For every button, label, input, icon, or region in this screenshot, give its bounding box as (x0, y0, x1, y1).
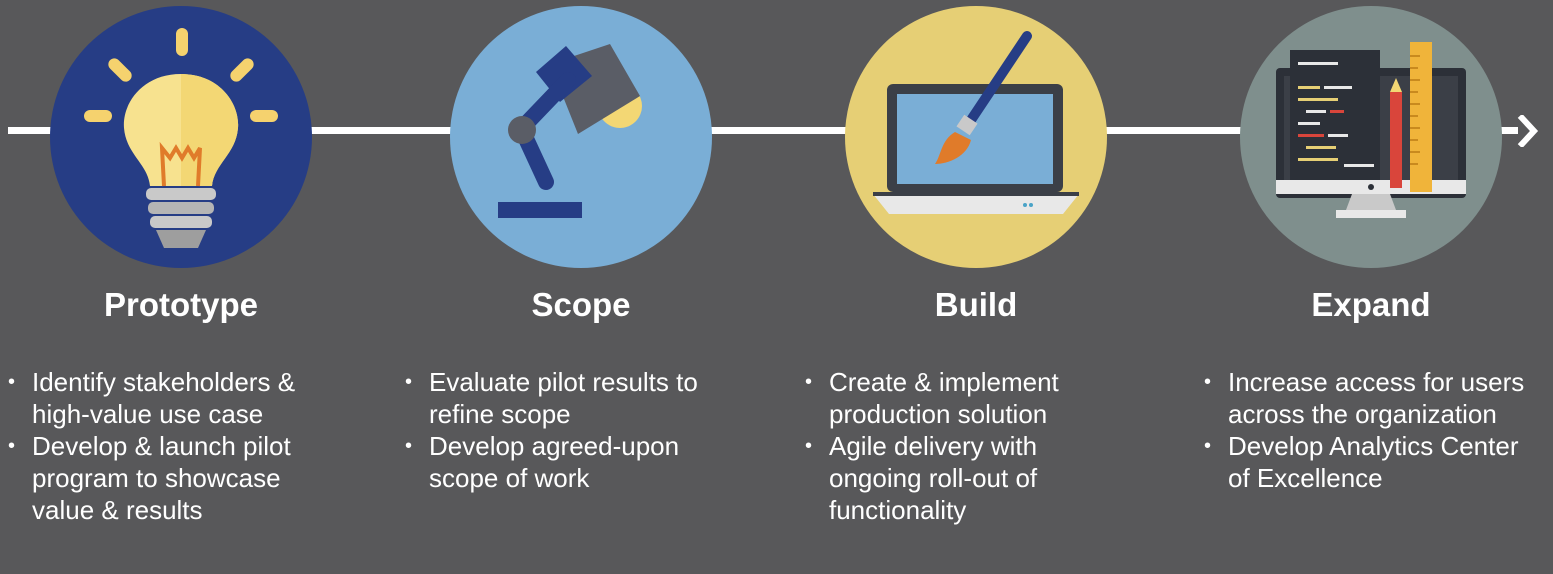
bullet-item: Agile delivery with ongoing roll-out of … (797, 430, 1127, 526)
bullet-list: Increase access for users across the org… (1196, 366, 1526, 494)
desk-lamp-icon (450, 6, 712, 268)
bullet-list: Create & implement production solution A… (797, 366, 1127, 526)
bullet-item: Develop agreed-upon scope of work (397, 430, 727, 494)
laptop-paintbrush-icon (845, 6, 1107, 268)
lightbulb-icon (50, 6, 312, 268)
stage-title: Build (934, 286, 1018, 323)
arrow-head-icon (1517, 115, 1539, 147)
stage-title: Prototype (103, 286, 258, 323)
bullet-item: Increase access for users across the org… (1196, 366, 1526, 430)
timeline-line (8, 127, 1518, 134)
stage-title: Expand (1311, 286, 1431, 323)
bullet-item: Create & implement production solution (797, 366, 1127, 430)
monitor-code-icon (1240, 6, 1502, 268)
stage-title: Scope (531, 286, 631, 323)
bullet-item: Develop & launch pilot program to showca… (0, 430, 330, 526)
bullet-list: Evaluate pilot results to refine scope D… (397, 366, 727, 494)
bullet-item: Develop Analytics Center of Excellence (1196, 430, 1526, 494)
bullet-item: Identify stakeholders & high-value use c… (0, 366, 330, 430)
bullet-item: Evaluate pilot results to refine scope (397, 366, 727, 430)
bullet-list: Identify stakeholders & high-value use c… (0, 366, 330, 526)
